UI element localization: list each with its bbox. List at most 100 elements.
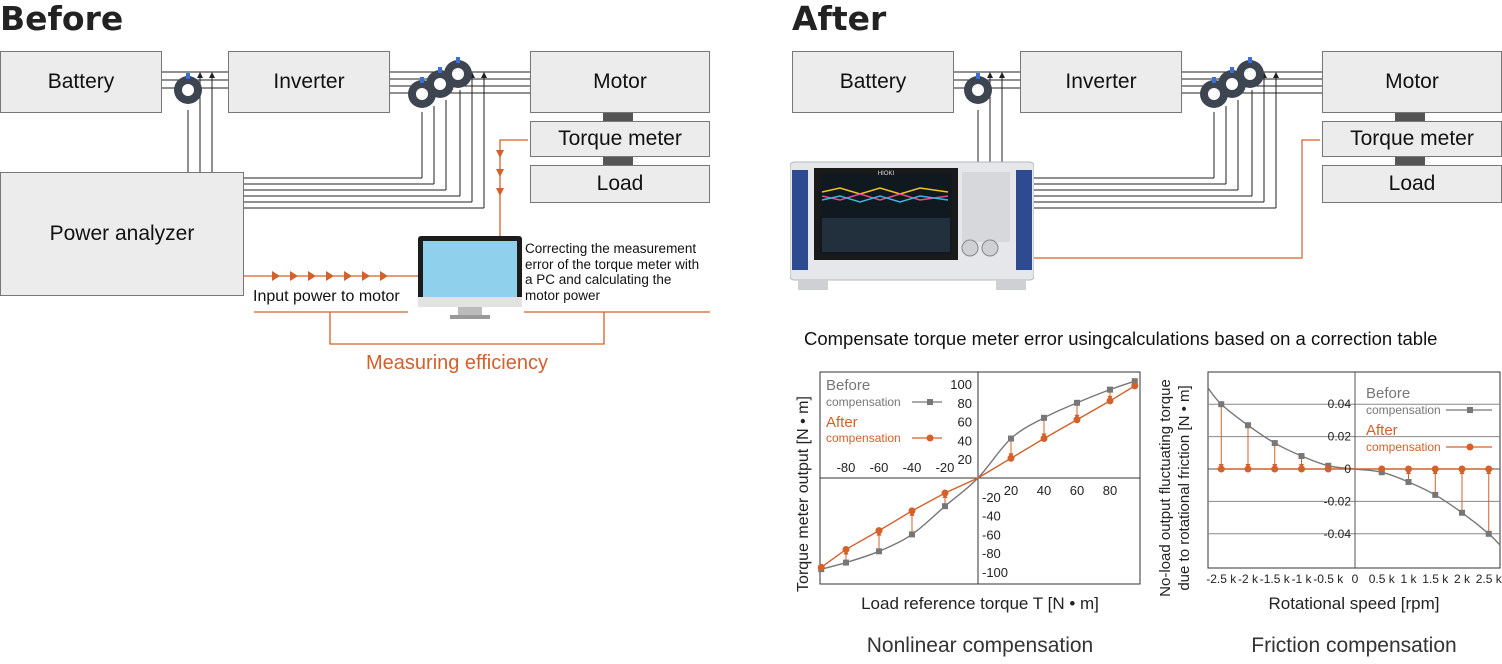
x-tick-label: 60 bbox=[1070, 483, 1084, 498]
input-power-label: Input power to motor bbox=[253, 288, 400, 305]
legend-after-title: After bbox=[1366, 422, 1398, 439]
x-tick-label: 2 k bbox=[1454, 572, 1471, 586]
before-motor-box: Motor bbox=[530, 51, 710, 113]
legend-after-sub: compensation bbox=[1366, 440, 1441, 454]
point-before bbox=[1432, 491, 1439, 498]
point-after bbox=[1271, 465, 1279, 473]
legend-after-sub: compensation bbox=[826, 431, 901, 445]
series-after bbox=[820, 385, 1136, 568]
point-before bbox=[1107, 386, 1113, 393]
point-after bbox=[1324, 465, 1332, 473]
point-before bbox=[942, 503, 948, 510]
measuring-efficiency-label: Measuring efficiency bbox=[366, 352, 548, 374]
after-wiring bbox=[954, 57, 1425, 259]
x-tick-label: -1.5 k bbox=[1260, 572, 1291, 586]
point-after bbox=[1298, 465, 1305, 473]
x-tick-label: 2.5 k bbox=[1476, 572, 1502, 586]
before-load-box: Load bbox=[530, 165, 710, 203]
point-after bbox=[1106, 397, 1114, 405]
friction-ylabel-1: No-load output fluctuating torque bbox=[1157, 379, 1174, 597]
current-sensor-icon bbox=[174, 57, 472, 108]
point-after bbox=[1131, 382, 1139, 390]
pc-monitor-icon bbox=[418, 236, 522, 319]
point-after bbox=[1405, 465, 1412, 473]
x-tick-label: -1 k bbox=[1291, 572, 1312, 586]
legend-after-marker bbox=[926, 434, 934, 442]
legend-after-marker bbox=[1466, 443, 1474, 451]
y-tick-label: -0.04 bbox=[1324, 527, 1352, 541]
point-before bbox=[1041, 414, 1047, 421]
device-brand: HIOKI bbox=[878, 171, 895, 177]
after-battery-box: Battery bbox=[792, 51, 954, 113]
point-after bbox=[1040, 435, 1048, 443]
point-after bbox=[1458, 465, 1466, 473]
y-tick-label: 80 bbox=[958, 396, 972, 411]
x-tick-label: -20 bbox=[936, 460, 955, 475]
before-battery-box: Battery bbox=[0, 51, 162, 113]
before-heading: Before bbox=[0, 0, 124, 38]
before-wiring bbox=[162, 57, 710, 345]
y-tick-label: -0.02 bbox=[1324, 494, 1352, 508]
y-tick-label: -20 bbox=[982, 490, 1001, 505]
point-before bbox=[909, 531, 915, 538]
point-after bbox=[1485, 465, 1493, 473]
y-tick-label: -100 bbox=[982, 565, 1008, 580]
x-tick-label: -0.5 k bbox=[1313, 572, 1344, 586]
current-sensor-icon bbox=[964, 57, 1264, 108]
point-before bbox=[1131, 378, 1138, 385]
point-before bbox=[1245, 422, 1251, 429]
point-before bbox=[1405, 478, 1412, 485]
y-tick-label: -40 bbox=[982, 509, 1001, 524]
y-tick-label: 100 bbox=[950, 377, 972, 392]
point-before bbox=[1459, 509, 1465, 516]
legend-before-title: Before bbox=[1366, 385, 1410, 402]
point-before bbox=[1218, 401, 1225, 408]
y-tick-label: 60 bbox=[958, 415, 972, 430]
after-torque-meter-box: Torque meter bbox=[1322, 121, 1502, 157]
pc-note: Correcting the measurement error of the … bbox=[525, 241, 700, 303]
x-tick-label: 80 bbox=[1103, 483, 1117, 498]
legend-before-title: Before bbox=[826, 377, 870, 394]
x-tick-label: 0.5 k bbox=[1369, 572, 1396, 586]
legend-before-sub: compensation bbox=[826, 395, 901, 409]
y-tick-label: 40 bbox=[958, 433, 972, 448]
point-before bbox=[1298, 453, 1305, 460]
point-after bbox=[817, 563, 825, 571]
point-before bbox=[876, 548, 882, 555]
y-tick-label: 20 bbox=[958, 452, 972, 467]
y-tick-label: 0.02 bbox=[1328, 430, 1352, 444]
point-before bbox=[843, 559, 849, 566]
friction-caption: Friction compensation bbox=[1251, 634, 1456, 657]
x-tick-label: 40 bbox=[1037, 483, 1051, 498]
x-tick-label: 20 bbox=[1004, 483, 1018, 498]
point-after bbox=[1217, 465, 1225, 473]
compensate-text: Compensate torque meter error usingcalcu… bbox=[804, 328, 1438, 349]
x-tick-label: 0 bbox=[1352, 572, 1359, 586]
friction-xlabel: Rotational speed [rpm] bbox=[1268, 594, 1439, 613]
point-before bbox=[1271, 440, 1278, 447]
point-after bbox=[1431, 465, 1439, 473]
point-before bbox=[1008, 435, 1014, 442]
x-tick-label: 1.5 k bbox=[1422, 572, 1449, 586]
legend-before-marker bbox=[1467, 407, 1473, 413]
after-motor-box: Motor bbox=[1322, 51, 1502, 113]
legend-after-title: After bbox=[826, 414, 858, 431]
after-heading: After bbox=[792, 0, 887, 38]
nonlinear-xlabel: Load reference torque T [N • m] bbox=[861, 594, 1099, 613]
x-tick-label: -2.5 k bbox=[1206, 572, 1237, 586]
point-after bbox=[1378, 465, 1386, 473]
x-tick-label: -60 bbox=[870, 460, 889, 475]
nonlinear-ylabel: Torque meter output [N • m] bbox=[795, 396, 812, 592]
legend-before-marker bbox=[927, 399, 933, 405]
nonlinear-caption: Nonlinear compensation bbox=[867, 634, 1093, 657]
friction-ylabel-2: due to rotational friction [N • m] bbox=[1176, 385, 1193, 590]
y-tick-label: 0 bbox=[1344, 462, 1351, 476]
point-after bbox=[842, 545, 850, 553]
friction-frame bbox=[1207, 371, 1501, 569]
legend-before-sub: compensation bbox=[1366, 403, 1441, 417]
before-inverter-box: Inverter bbox=[228, 51, 390, 113]
point-after bbox=[1073, 416, 1081, 424]
point-after bbox=[875, 527, 883, 535]
